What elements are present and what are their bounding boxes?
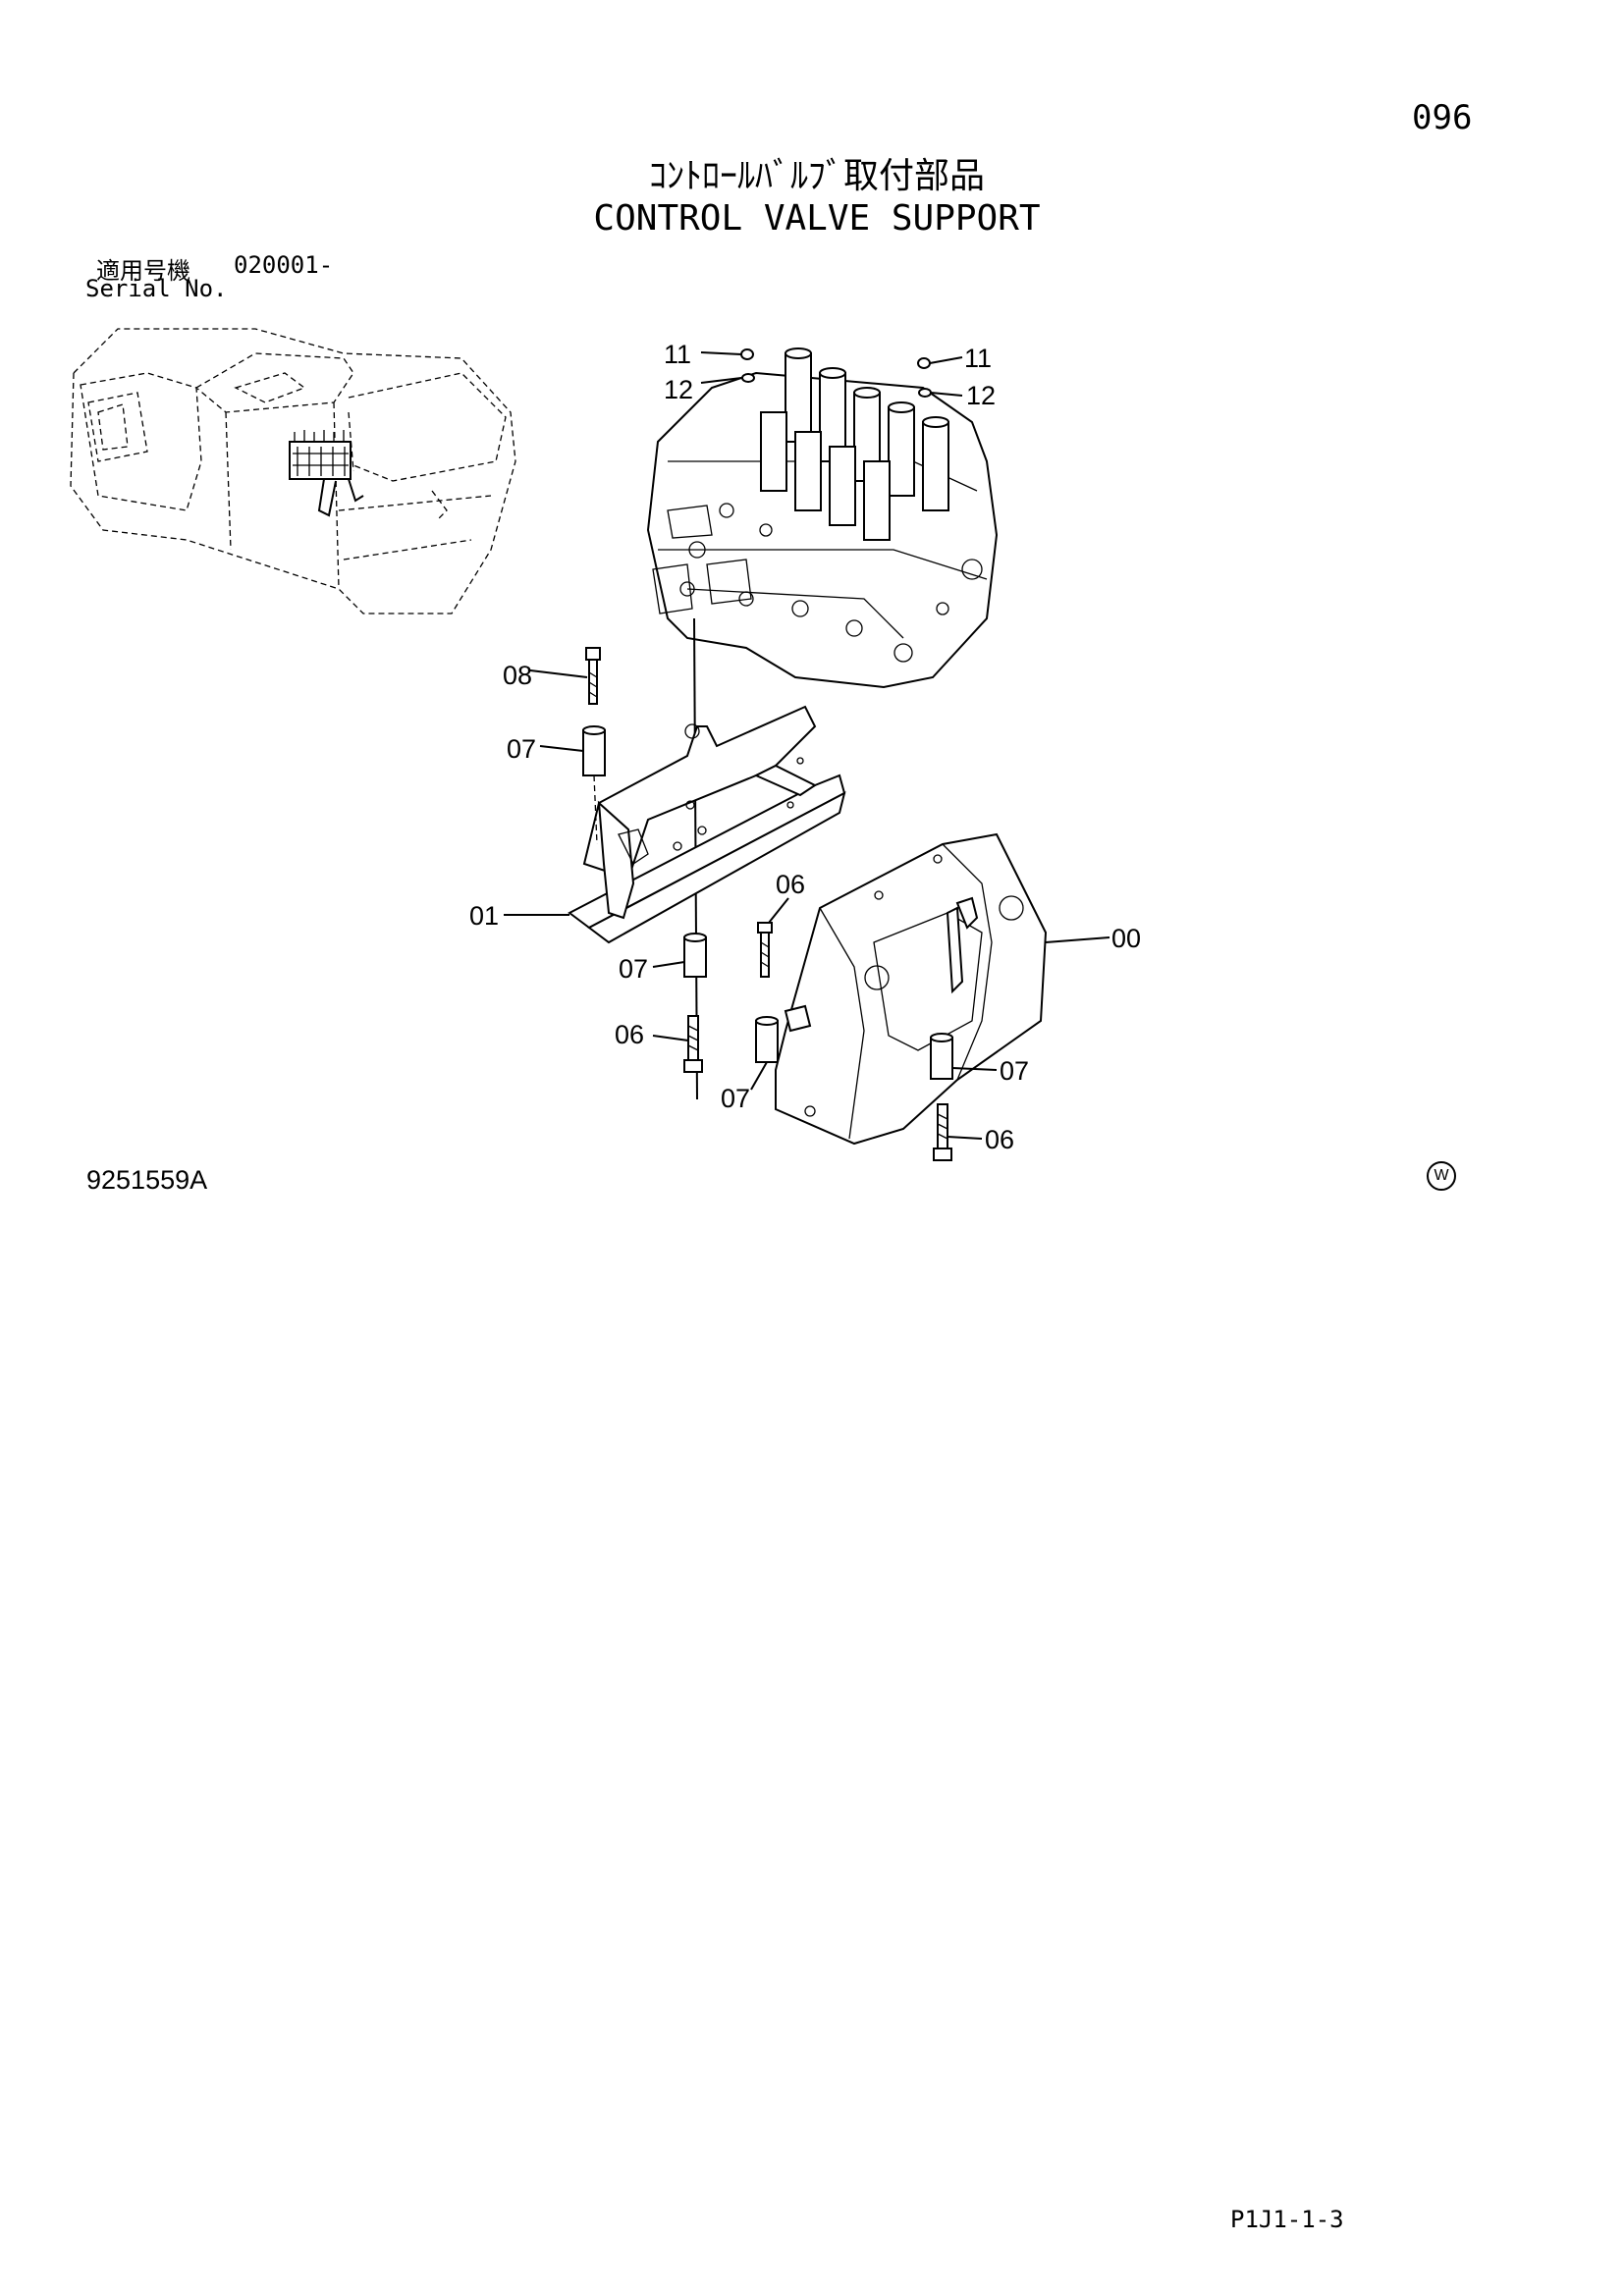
bolt-06-right: [933, 1103, 983, 1161]
bolt-06-middle: [757, 897, 789, 978]
page-title-japanese: ｺﾝﾄﾛｰﾙﾊﾞﾙﾌﾞ取付部品: [648, 156, 985, 196]
callout-07-right: 07: [1000, 1056, 1029, 1086]
bolt-08: [529, 647, 601, 705]
support-plate-bracket: [568, 705, 846, 944]
spacer-07-right: [930, 1033, 998, 1080]
callout-12-left: 12: [664, 375, 693, 404]
callout-06-left: 06: [615, 1020, 644, 1049]
main-support-bracket: [775, 832, 1110, 1146]
sheet-identifier: P1J1-1-3: [1230, 2206, 1344, 2233]
serial-label-english: Serial No.: [85, 275, 228, 302]
callout-00: 00: [1111, 924, 1141, 953]
valve-spool-caps: [760, 347, 949, 541]
callout-07-lower: 07: [721, 1084, 750, 1113]
serial-label-japanese: 適用号機: [96, 257, 190, 285]
callout-11-left: 11: [664, 340, 691, 369]
bolt-06-left: [652, 1015, 703, 1073]
callout-11-right: 11: [964, 344, 992, 373]
control-valve-illustration: [646, 347, 999, 689]
serial-number-value: 020001-: [234, 251, 334, 279]
callout-12-right: 12: [966, 381, 996, 410]
drawing-number: 9251559A: [86, 1165, 208, 1195]
watermark-symbol: W: [1427, 1161, 1456, 1191]
spacer-07-middle: [652, 933, 707, 978]
callout-06-middle: 06: [776, 870, 805, 899]
spacer-07-upper: [539, 725, 606, 845]
spacer-07-lower: [750, 1016, 779, 1091]
control-valve-location-icon: [289, 430, 364, 517]
excavator-location-illustration: [70, 328, 516, 614]
callout-01: 01: [469, 901, 499, 931]
page-title-english: CONTROL VALVE SUPPORT: [593, 198, 1041, 239]
callout-labels: 11 12 11 12 08 07 01 06 07 06 07 00 07 0…: [469, 340, 1141, 1154]
callout-07-upper: 07: [507, 734, 536, 764]
valve-mounting-bolt-left: [700, 348, 755, 384]
page-number: 096: [1412, 98, 1473, 137]
callout-07-middle: 07: [619, 954, 648, 984]
valve-mounting-bolt-right: [917, 356, 963, 398]
callout-08: 08: [503, 661, 532, 690]
callout-06-right: 06: [985, 1125, 1014, 1154]
